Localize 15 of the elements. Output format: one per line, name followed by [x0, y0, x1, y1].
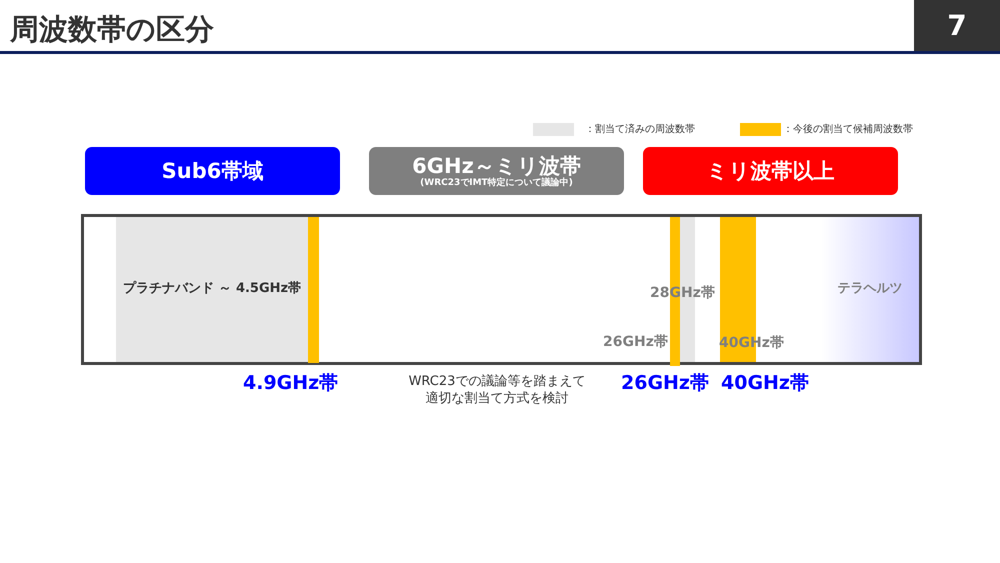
- category-box: 6GHz～ミリ波帯 (WRC23でIMT特定について議論中): [369, 147, 624, 195]
- category-box: ミリ波帯以上: [643, 147, 898, 195]
- note-text: WRC23での議論等を踏まえて適切な割当て方式を検討: [408, 374, 586, 408]
- allocated-band: プラチナバンド ～ 4.5GHz帯: [116, 217, 308, 362]
- spectrum-frame: [81, 214, 922, 365]
- page-number: 7: [914, 0, 1000, 51]
- candidate-band: [308, 217, 319, 363]
- category-box: Sub6帯域: [85, 147, 340, 195]
- legend-text: ：今後の割当て候補周波数帯: [783, 122, 913, 136]
- band-label: 4.9GHz帯: [243, 371, 338, 396]
- band-label: 40GHz帯: [721, 371, 809, 396]
- band-label: 26GHz帯: [603, 333, 668, 351]
- legend-text: ：割当て済みの周波数帯: [585, 122, 695, 136]
- band-label: 26GHz帯: [621, 371, 709, 396]
- page-title: 周波数帯の区分: [10, 11, 214, 48]
